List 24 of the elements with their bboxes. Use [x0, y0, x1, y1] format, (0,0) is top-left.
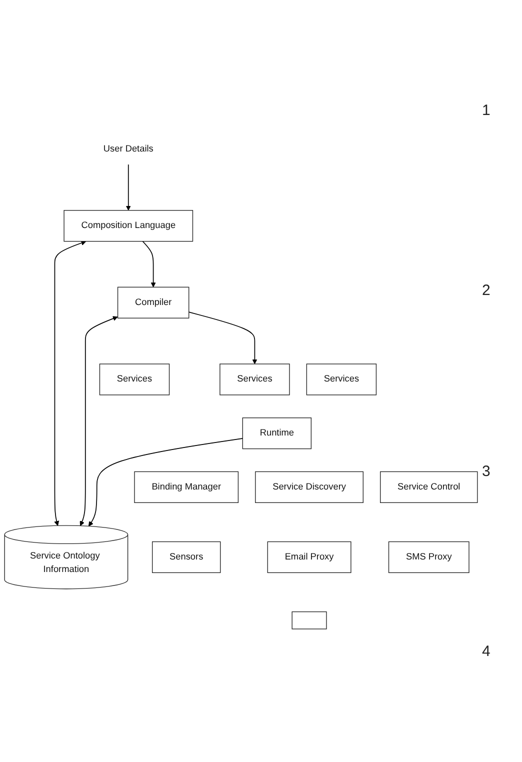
node-box: Composition Language — [64, 210, 194, 242]
node-box: Binding Manager — [134, 471, 239, 503]
node-box: Runtime — [242, 417, 312, 449]
arrow — [188, 311, 258, 364]
arrow — [80, 316, 118, 526]
arrow — [142, 240, 156, 288]
section-number: 3 — [482, 462, 492, 480]
node-box: Services — [306, 363, 377, 395]
node-box: Compiler — [117, 286, 190, 318]
node-box: Service Discovery — [255, 471, 364, 503]
node-text: User Details — [103, 144, 154, 154]
node-box: SMS Proxy — [388, 541, 470, 573]
node-box: Sensors — [152, 541, 221, 573]
section-number: 1 — [482, 102, 492, 119]
node-box: Email Proxy — [267, 541, 352, 573]
node-box: Services — [99, 363, 170, 395]
section-number: 2 — [482, 282, 492, 300]
node-box: Service Control — [380, 471, 478, 503]
arrow — [126, 164, 131, 210]
node-box: Services — [220, 363, 290, 395]
node-box — [292, 611, 327, 630]
section-number: 4 — [482, 643, 492, 660]
arrow — [88, 438, 244, 526]
arrow — [54, 240, 86, 526]
